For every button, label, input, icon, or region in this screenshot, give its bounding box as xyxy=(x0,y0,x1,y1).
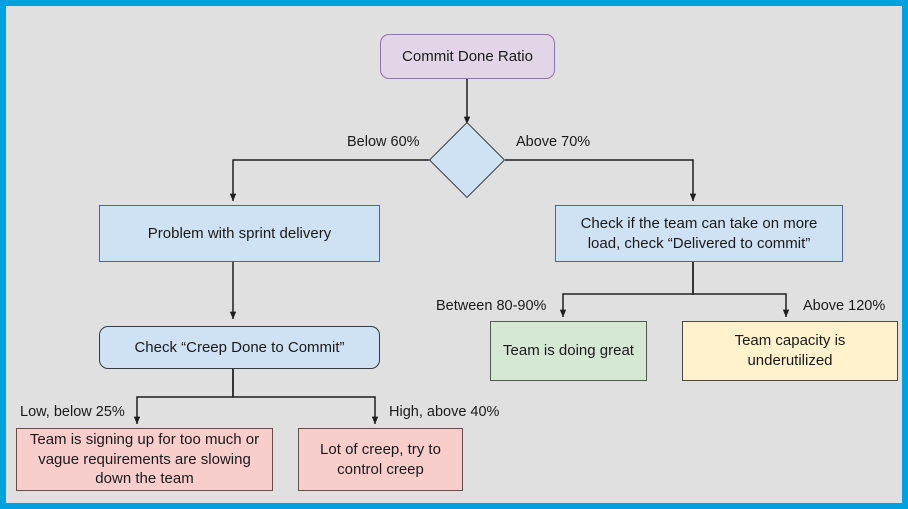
node-label: Check if the team can take on more load,… xyxy=(580,214,818,252)
node-label: Team is signing up for too much or vague… xyxy=(29,430,260,488)
node-team-is-doing-great[interactable]: Team is doing great xyxy=(490,321,647,381)
node-label: Check “Creep Done to Commit” xyxy=(134,338,345,356)
node-label: Lot of creep, try to control creep xyxy=(320,440,441,478)
node-problem-with-sprint-delivery[interactable]: Problem with sprint delivery xyxy=(99,205,380,262)
node-label: Problem with sprint delivery xyxy=(147,224,332,242)
node-label: Team is doing great xyxy=(503,342,634,360)
edge-label-between-80-90: Between 80-90% xyxy=(436,298,547,314)
node-check-creep-done-to-commit[interactable]: Check “Creep Done to Commit” xyxy=(99,326,380,369)
edge-label-above-70: Above 70% xyxy=(516,134,591,150)
node-label: Team capacity is underutilized xyxy=(734,332,846,369)
node-label: Commit Done Ratio xyxy=(402,47,533,65)
node-lot-of-creep[interactable]: Lot of creep, try to control creep xyxy=(298,428,463,491)
edge-label-low-below-25: Low, below 25% xyxy=(20,404,125,420)
node-team-signing-up-too-much[interactable]: Team is signing up for too much or vague… xyxy=(16,428,273,491)
node-team-capacity-underutilized[interactable]: Team capacity is underutilized xyxy=(682,321,898,381)
edge-label-below-60: Below 60% xyxy=(347,134,420,150)
edge-label-above-120: Above 120% xyxy=(803,298,886,314)
edge-label-high-above-40: High, above 40% xyxy=(389,404,500,420)
node-check-team-load[interactable]: Check if the team can take on more load,… xyxy=(555,205,843,262)
node-decision-diamond[interactable] xyxy=(428,121,506,199)
node-commit-done-ratio[interactable]: Commit Done Ratio xyxy=(380,34,555,79)
